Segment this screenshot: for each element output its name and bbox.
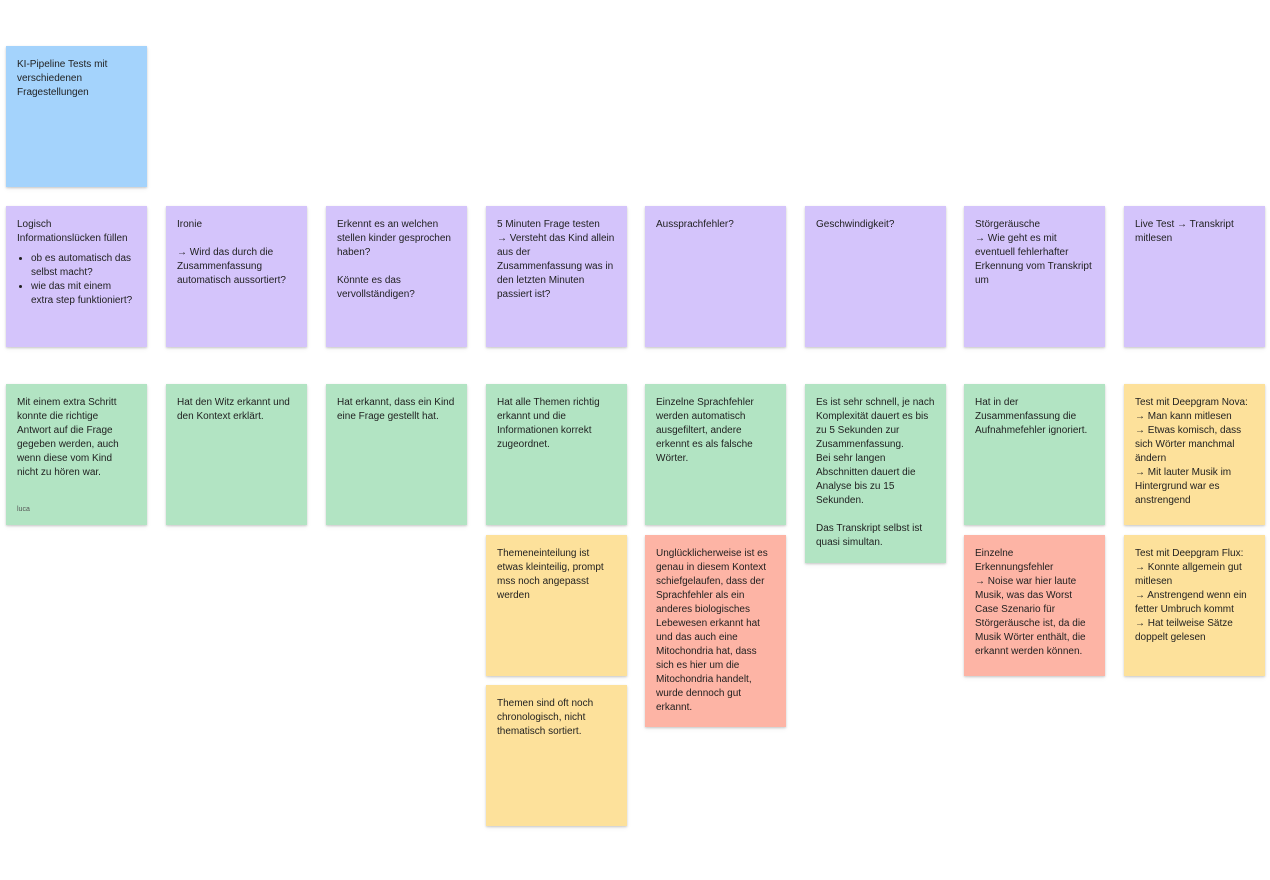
note-text: Themeneinteilung ist etwas kleinteilig, … xyxy=(497,548,604,601)
sticky-note-result-logic[interactable]: Mit einem extra Schritt konnte die richt… xyxy=(6,384,147,525)
list-item: ob es automatisch das selbst macht? xyxy=(31,252,136,280)
note-text: 5 Minuten Frage testen → Versteht das Ki… xyxy=(497,219,615,300)
sticky-note-question-speakers[interactable]: Erkennt es an welchen stellen kinder ges… xyxy=(326,206,467,347)
note-text: Hat in der Zusammenfassung die Aufnahmef… xyxy=(975,397,1088,436)
note-text: Hat erkannt, dass ein Kind eine Frage ge… xyxy=(337,397,455,422)
sticky-note-result-nova[interactable]: Test mit Deepgram Nova: → Man kann mitle… xyxy=(1124,384,1265,525)
sticky-note-question-livetest[interactable]: Live Test → Transkript mitlesen xyxy=(1124,206,1265,347)
note-text: Unglücklicherweise ist es genau in diese… xyxy=(656,548,768,713)
sticky-note-result-5min[interactable]: Hat alle Themen richtig erkannt und die … xyxy=(486,384,627,525)
sticky-note-result-noise[interactable]: Hat in der Zusammenfassung die Aufnahmef… xyxy=(964,384,1105,525)
sticky-note-title[interactable]: KI-Pipeline Tests mit verschiedenen Frag… xyxy=(6,46,147,187)
note-text: Erkennt es an welchen stellen kinder ges… xyxy=(337,219,451,300)
sticky-note-recognition-errors[interactable]: Einzelne Erkennungsfehler → Noise war hi… xyxy=(964,535,1105,676)
sticky-note-result-irony[interactable]: Hat den Witz erkannt und den Kontext erk… xyxy=(166,384,307,525)
note-text: KI-Pipeline Tests mit verschiedenen Frag… xyxy=(17,59,108,98)
sticky-note-question-5min[interactable]: 5 Minuten Frage testen → Versteht das Ki… xyxy=(486,206,627,347)
note-text: Logisch Informationslücken füllen xyxy=(17,219,128,244)
sticky-note-question-noise[interactable]: Störgeräusche → Wie geht es mit eventuel… xyxy=(964,206,1105,347)
sticky-note-result-flux[interactable]: Test mit Deepgram Flux: → Konnte allgeme… xyxy=(1124,535,1265,676)
note-text: Einzelne Sprachfehler werden automatisch… xyxy=(656,397,754,464)
sticky-note-question-logic[interactable]: Logisch Informationslücken füllen ob es … xyxy=(6,206,147,347)
list-item: wie das mit einem extra step funktionier… xyxy=(31,280,136,308)
note-text: Geschwindigkeit? xyxy=(816,219,895,230)
note-author: luca xyxy=(17,506,30,513)
note-text: Themen sind oft noch chronologisch, nich… xyxy=(497,698,594,737)
sticky-note-question-speed[interactable]: Geschwindigkeit? xyxy=(805,206,946,347)
note-text: Es ist sehr schnell, je nach Komplexität… xyxy=(816,397,935,548)
note-text: Einzelne Erkennungsfehler → Noise war hi… xyxy=(975,548,1086,657)
note-text: Test mit Deepgram Flux: → Konnte allgeme… xyxy=(1135,548,1247,643)
note-text: Hat alle Themen richtig erkannt und die … xyxy=(497,397,600,450)
note-text: Störgeräusche → Wie geht es mit eventuel… xyxy=(975,219,1092,286)
sticky-note-result-pronunciation[interactable]: Einzelne Sprachfehler werden automatisch… xyxy=(645,384,786,525)
bullet-list: ob es automatisch das selbst macht? wie … xyxy=(17,252,136,308)
sticky-note-question-irony[interactable]: Ironie → Wird das durch die Zusammenfass… xyxy=(166,206,307,347)
note-text: Live Test → Transkript mitlesen xyxy=(1135,219,1234,244)
sticky-note-result-speed[interactable]: Es ist sehr schnell, je nach Komplexität… xyxy=(805,384,946,563)
sticky-note-mitochondria[interactable]: Unglücklicherweise ist es genau in diese… xyxy=(645,535,786,727)
sticky-note-question-pronunciation[interactable]: Aussprachfehler? xyxy=(645,206,786,347)
note-text: Hat den Witz erkannt und den Kontext erk… xyxy=(177,397,290,422)
note-text: Mit einem extra Schritt konnte die richt… xyxy=(17,397,119,478)
note-text: Test mit Deepgram Nova: → Man kann mitle… xyxy=(1135,397,1248,506)
note-text: Aussprachfehler? xyxy=(656,219,734,230)
note-text: Ironie → Wird das durch die Zusammenfass… xyxy=(177,219,286,286)
sticky-note-topics-granular[interactable]: Themeneinteilung ist etwas kleinteilig, … xyxy=(486,535,627,676)
sticky-note-result-speakers[interactable]: Hat erkannt, dass ein Kind eine Frage ge… xyxy=(326,384,467,525)
sticky-note-topics-chronological[interactable]: Themen sind oft noch chronologisch, nich… xyxy=(486,685,627,826)
